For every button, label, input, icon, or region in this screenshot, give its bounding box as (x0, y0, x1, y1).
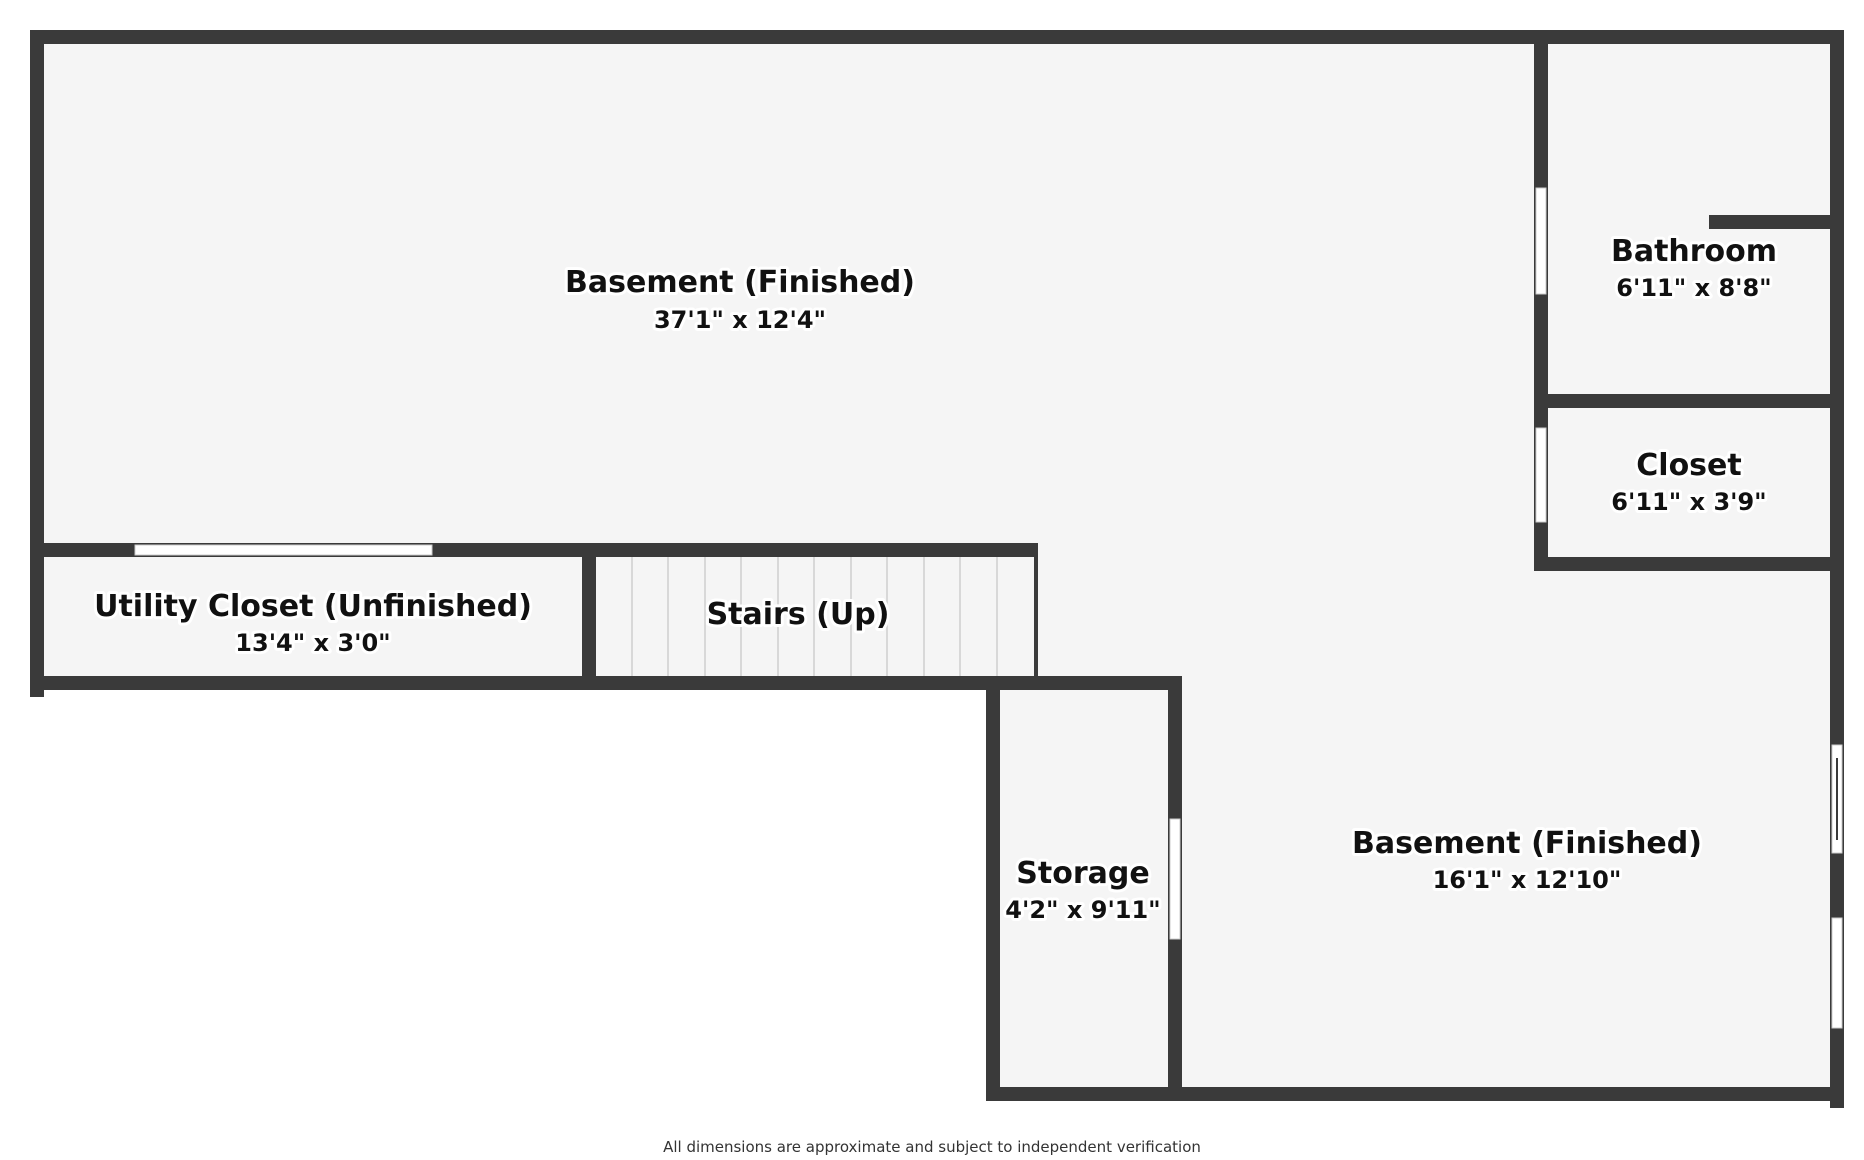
room-labels: Basement (Finished) 37'1" x 12'4" Bathro… (91, 231, 1780, 927)
stairs-wall-right (1034, 543, 1038, 690)
door-storage (1169, 818, 1181, 940)
window-right-lower (1831, 917, 1843, 1029)
outer-wall-bottom-left (30, 676, 998, 690)
room-dims-storage: 4'2" x 9'11" (1005, 896, 1160, 924)
closet-wall-bottom (1534, 557, 1844, 571)
room-dims-closet: 6'11" x 3'9" (1611, 488, 1766, 516)
stairs-treads (631, 557, 998, 676)
disclaimer-text: All dimensions are approximate and subje… (663, 1138, 1201, 1156)
room-dims-bathroom: 6'11" x 8'8" (1616, 274, 1771, 302)
outer-wall-left (30, 30, 44, 697)
room-name-bathroom: Bathroom (1611, 234, 1777, 269)
room-name-utility-closet: Utility Closet (Unfinished) (94, 589, 532, 624)
outer-wall-top (30, 30, 1844, 44)
walls (30, 30, 1844, 1108)
storage-wall-top (986, 676, 1182, 690)
floor-area (37, 37, 1837, 1101)
room-name-closet: Closet (1636, 448, 1741, 483)
utility-wall-divider (582, 543, 596, 690)
room-dims-basement-main: 37'1" x 12'4" (654, 306, 826, 334)
window-utility (134, 544, 433, 556)
door-bathroom (1535, 187, 1547, 295)
room-dims-basement-lower: 16'1" x 12'10" (1433, 866, 1622, 894)
windows (134, 187, 1843, 1029)
bathroom-stub-wall (1709, 215, 1844, 229)
storage-wall-left (986, 676, 1000, 1101)
room-name-basement-main: Basement (Finished) (565, 265, 915, 300)
room-name-storage: Storage (1016, 856, 1149, 891)
room-dims-utility-closet: 13'4" x 3'0" (235, 629, 390, 657)
room-name-stairs: Stairs (Up) (707, 597, 890, 632)
door-closet (1535, 427, 1547, 523)
outer-wall-bottom-right (986, 1087, 1844, 1101)
room-name-basement-lower: Basement (Finished) (1352, 826, 1702, 861)
bathroom-closet-wall (1534, 394, 1844, 408)
